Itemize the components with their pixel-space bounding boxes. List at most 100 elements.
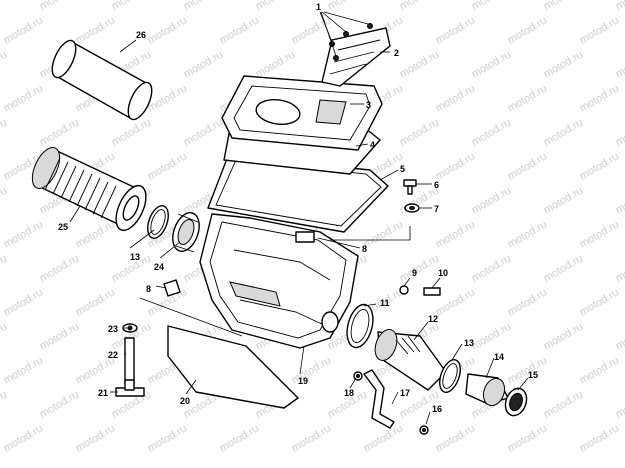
watermark-text: motod.ru (0, 48, 9, 80)
callout-7: 7 (434, 204, 439, 214)
watermark-text: motod.ru (2, 82, 46, 114)
part-22-hose (124, 337, 135, 385)
callout-13-right: 13 (464, 338, 474, 348)
callout-13-left: 13 (130, 252, 140, 262)
watermark-text: motod.ru (2, 286, 46, 318)
watermark-text: motod.ru (290, 422, 334, 454)
watermark-text: motod.ru (506, 14, 550, 46)
watermark-text: motod.ru (470, 320, 514, 352)
watermark-text: motod.ru (542, 252, 586, 284)
watermark-text: motod.ru (398, 48, 442, 80)
watermark-text: motod.ru (74, 14, 118, 46)
watermark-text: motod.ru (0, 252, 9, 284)
watermark-text: motod.ru (506, 286, 550, 318)
watermark-text: motod.ru (578, 354, 622, 386)
watermark-text: motod.ru (434, 218, 478, 250)
part-19-airbox-housing (199, 213, 359, 349)
callout-20: 20 (180, 396, 190, 406)
part-15-ring (504, 387, 528, 417)
part-2-cover (321, 27, 391, 87)
callout-8-left: 8 (146, 284, 151, 294)
callout-21: 21 (98, 388, 108, 398)
watermark-text: motod.ru (74, 218, 118, 250)
watermark-text: motod.ru (398, 0, 442, 13)
watermark-text: motod.ru (578, 14, 622, 46)
part-7-washer (404, 203, 420, 213)
watermark-text: motod.ru (0, 116, 9, 148)
watermark-text: motod.ru (470, 184, 514, 216)
watermark-text: motod.ru (470, 0, 514, 13)
part-9-fitting (399, 285, 409, 295)
watermark-text: motod.ru (542, 184, 586, 216)
watermark-text: motod.ru (326, 0, 370, 13)
callout-22: 22 (108, 350, 118, 360)
watermark-text: motod.ru (146, 14, 190, 46)
watermark-text: motod.ru (2, 354, 46, 386)
callout-25: 25 (58, 222, 68, 232)
watermark-text: motod.ru (542, 48, 586, 80)
watermark-text: motod.ru (290, 354, 334, 386)
watermark-text: motod.ru (38, 252, 82, 284)
callout-26: 26 (136, 30, 146, 40)
watermark-text: motod.ru (434, 14, 478, 46)
part-8-clip-left (163, 279, 181, 297)
watermark-text: motod.ru (506, 150, 550, 182)
watermark-text: motod.ru (218, 422, 262, 454)
watermark-text: motod.ru (38, 320, 82, 352)
part-6-bolt (403, 179, 417, 195)
watermark-text: motod.ru (110, 0, 154, 13)
watermark-text: motod.ru (38, 116, 82, 148)
watermark-text: motod.ru (506, 422, 550, 454)
callout-12: 12 (428, 314, 438, 324)
watermark-text: motod.ru (506, 82, 550, 114)
callout-14: 14 (494, 352, 504, 362)
watermark-text: motod.ru (578, 150, 622, 182)
watermark-text: motod.ru (182, 116, 226, 148)
watermark-text: motod.ru (182, 0, 226, 13)
part-16-clamp (419, 425, 429, 435)
watermark-text: motod.ru (2, 218, 46, 250)
watermark-text: motod.ru (0, 0, 9, 13)
part-14-cone (465, 373, 509, 407)
watermark-text: motod.ru (110, 116, 154, 148)
watermark-text: motod.ru (290, 14, 334, 46)
callout-23: 23 (108, 324, 118, 334)
callout-labels: 1 2 3 4 5 6 7 8 9 10 11 12 13 14 15 16 1… (58, 2, 538, 414)
part-17-breather-hose (363, 369, 395, 429)
watermark-text: motod.ru (398, 252, 442, 284)
callout-17: 17 (400, 388, 410, 398)
watermark-text: motod.ru (362, 422, 406, 454)
part-13-clamp-right (439, 359, 461, 393)
watermark-text: motod.ru (470, 116, 514, 148)
watermark-text: motod.ru (74, 422, 118, 454)
part-24-adapter (172, 212, 200, 253)
callout-5: 5 (400, 164, 405, 174)
watermark-text: motod.ru (542, 0, 586, 13)
callout-18: 18 (344, 388, 354, 398)
watermark-text: motod.ru (146, 422, 190, 454)
watermark-text: motod.ru (362, 218, 406, 250)
watermark-text: motod.ru (2, 14, 46, 46)
part-3-lid (221, 75, 383, 151)
callout-24: 24 (154, 262, 164, 272)
watermark-text: motod.ru (254, 48, 298, 80)
watermark-text: motod.ru (146, 150, 190, 182)
leader-lines (69, 11, 529, 425)
callout-11: 11 (380, 298, 390, 308)
callout-15: 15 (528, 370, 538, 380)
callout-9: 9 (412, 268, 417, 278)
callout-8: 8 (362, 244, 367, 254)
watermark-text: motod.ru (0, 388, 9, 420)
part-21-tee (115, 379, 145, 397)
watermark-text: motod.ru (614, 116, 625, 148)
watermark-text: motod.ru (542, 116, 586, 148)
watermark-text: motod.ru (38, 388, 82, 420)
watermark-text: motod.ru (614, 320, 625, 352)
part-10-valve (423, 287, 441, 296)
watermark-text: motod.ru (578, 422, 622, 454)
part-20-plate (167, 325, 299, 409)
watermark-text: motod.ru (578, 82, 622, 114)
watermark-text: motod.ru (470, 48, 514, 80)
watermark-text: motod.ru (614, 184, 625, 216)
